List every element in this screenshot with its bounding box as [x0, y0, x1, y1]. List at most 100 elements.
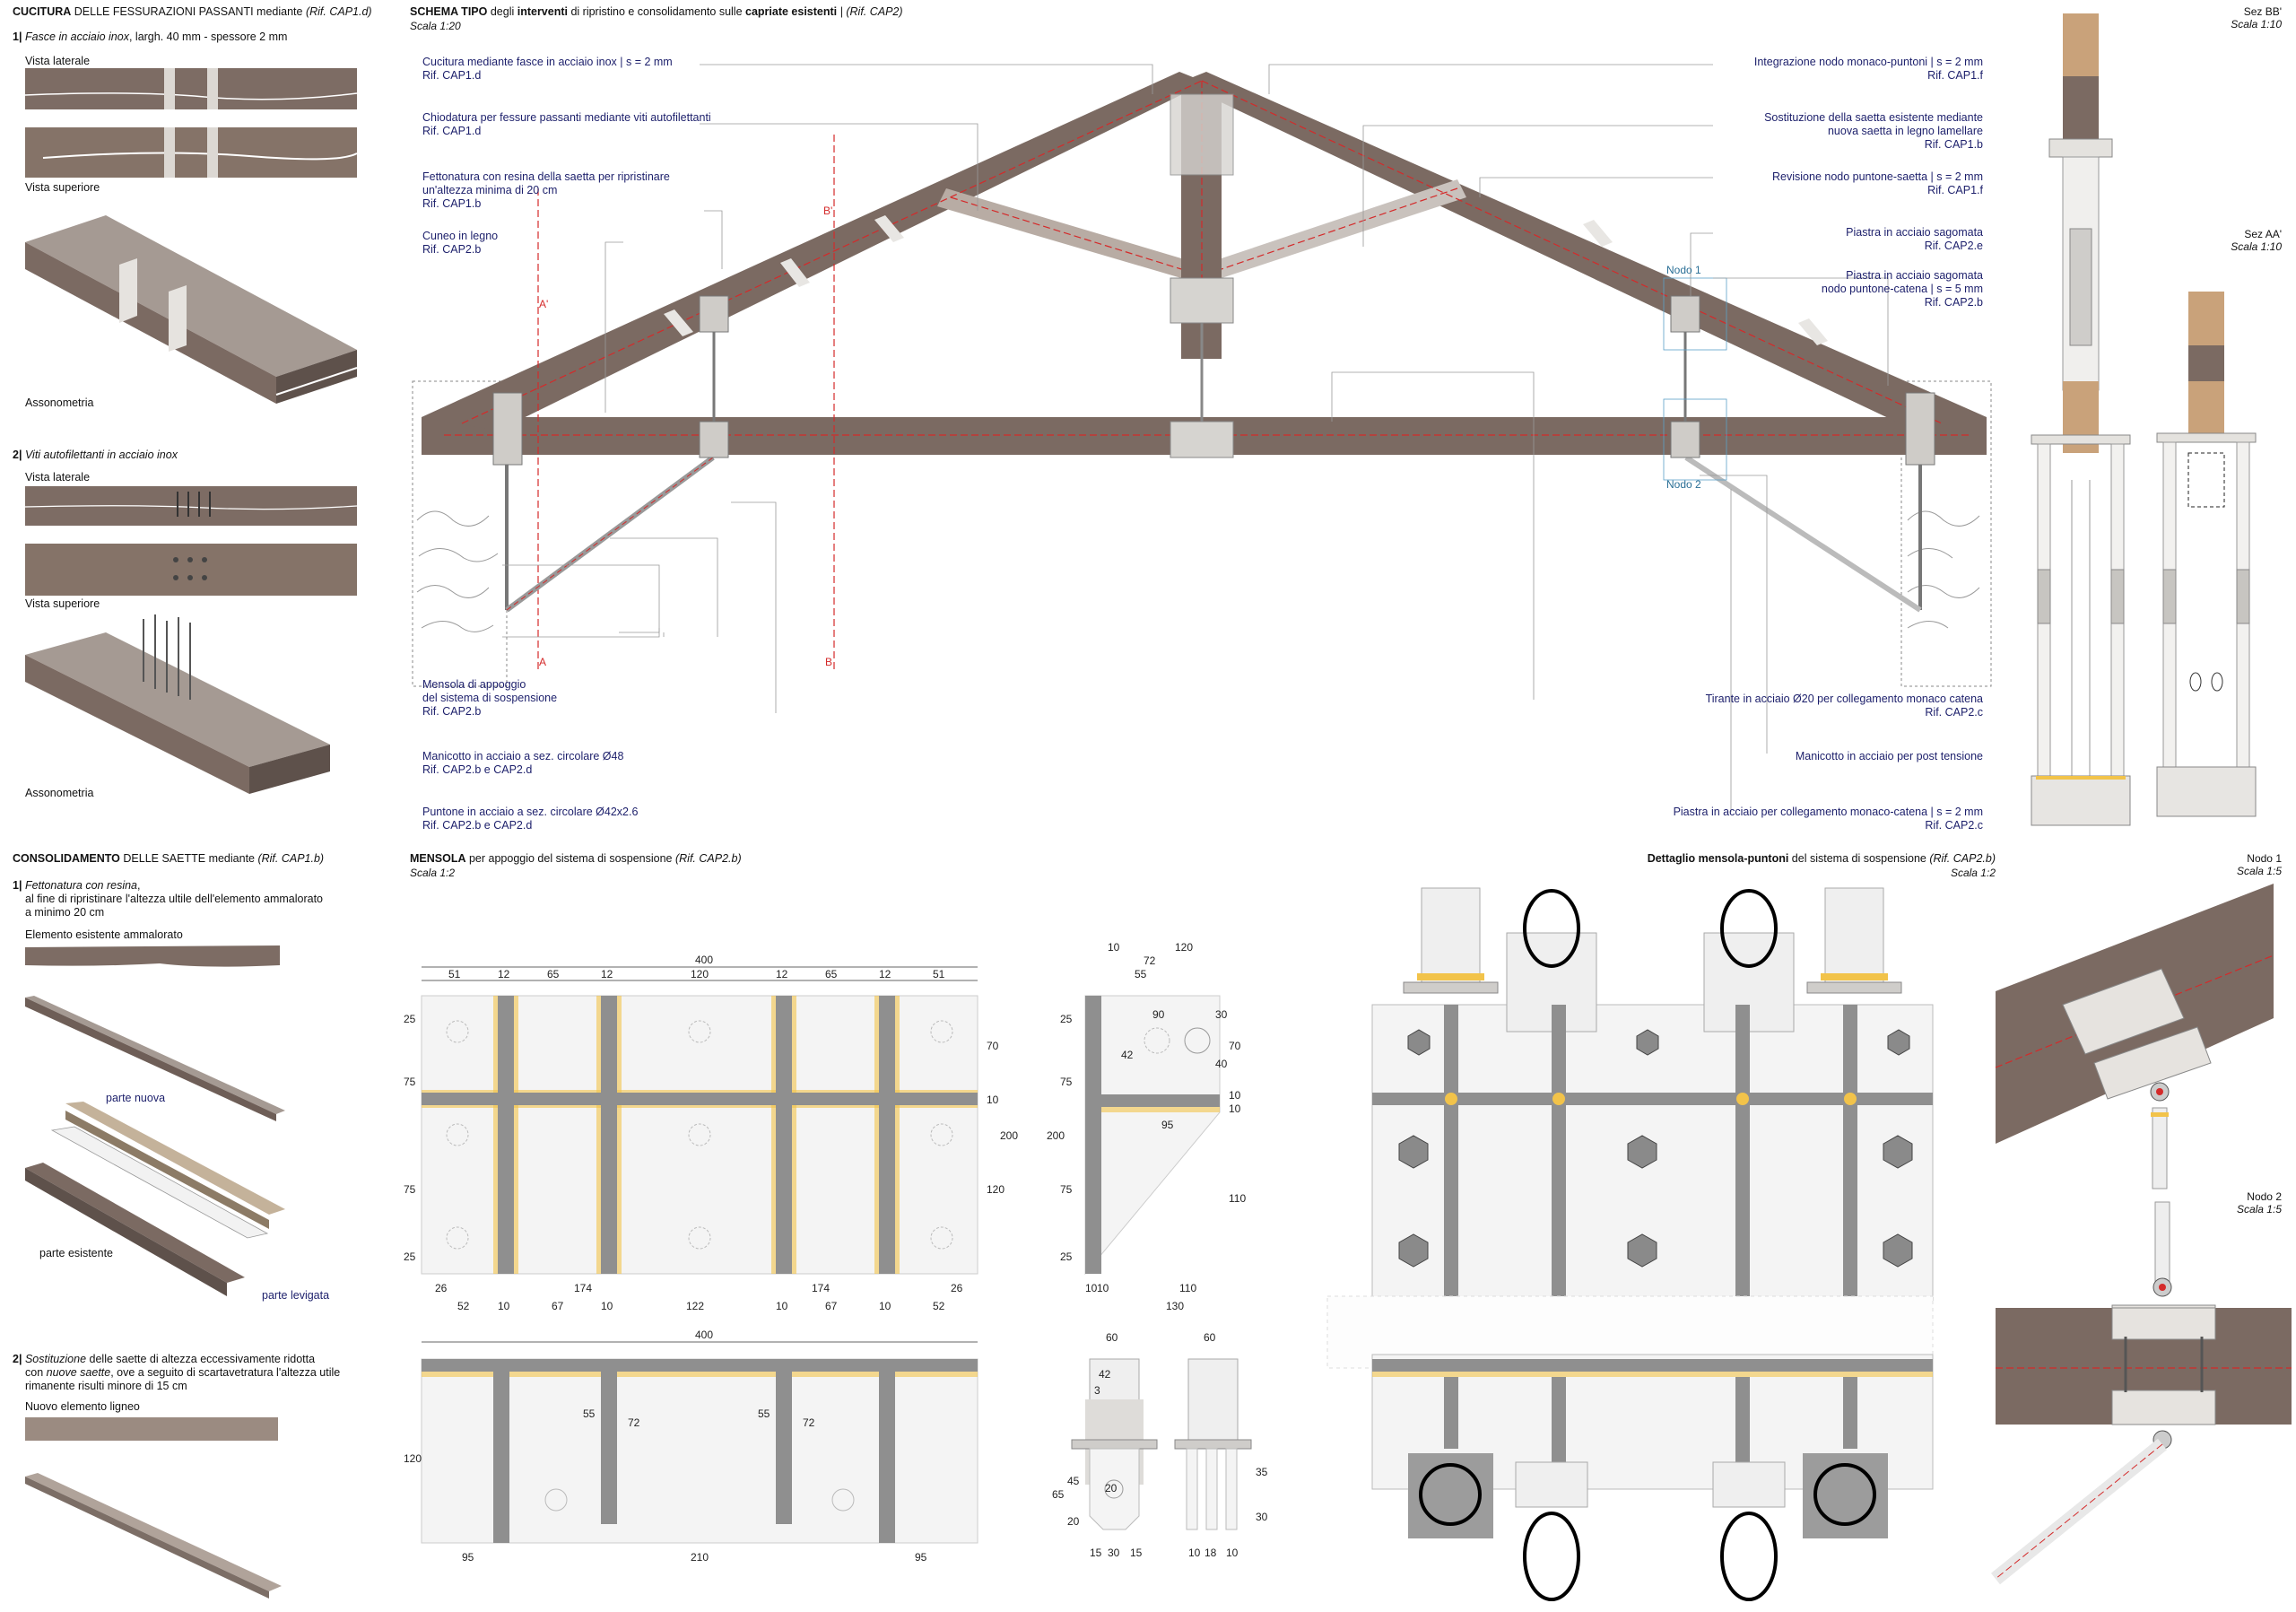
truss-drawing — [412, 64, 1992, 812]
svg-text:110: 110 — [1179, 1282, 1196, 1294]
saetta-damaged — [25, 945, 280, 967]
svg-text:70: 70 — [1229, 1040, 1241, 1052]
svg-text:15: 15 — [1090, 1547, 1102, 1559]
label-parte-nuova: parte nuova — [106, 1092, 166, 1104]
dim-front2-inner: 55 72 55 72 — [583, 1407, 815, 1429]
note-fettonatura: Fettonatura con resina della saetta per … — [422, 170, 670, 210]
svg-text:120: 120 — [691, 968, 709, 980]
dim-front2-left: 120 — [404, 1452, 422, 1465]
label-parte-levigata: parte levigata — [262, 1289, 330, 1302]
beam-axonometric-screws — [25, 614, 330, 794]
svg-text:51: 51 — [933, 968, 945, 980]
section-bb-drawing — [2031, 13, 2131, 826]
svg-text:10: 10 — [879, 1300, 891, 1312]
svg-text:42: 42 — [1121, 1049, 1134, 1061]
svg-text:10: 10 — [1097, 1282, 1109, 1294]
label-nodo2: Nodo 2 — [1666, 478, 1701, 491]
consolidamento-step2: 2| Sostituzione delle saette di altezza … — [13, 1353, 341, 1392]
nodo2-drawing — [1990, 1201, 2292, 1585]
note-chiodatura: Chiodatura per fessure passanti mediante… — [422, 111, 711, 137]
label-assonometria: Assonometria — [25, 396, 94, 409]
svg-text:67: 67 — [825, 1300, 838, 1312]
svg-text:12: 12 — [776, 968, 788, 980]
strut-left — [937, 188, 1181, 278]
svg-text:25: 25 — [1060, 1013, 1073, 1025]
label-vista-laterale-2: Vista laterale — [25, 471, 91, 484]
dim-side-inner: 90 42 95 30 40 — [1121, 1008, 1228, 1131]
svg-text:72: 72 — [803, 1416, 815, 1429]
label-vista-superiore-2: Vista superiore — [25, 597, 100, 610]
saetta-new — [25, 1417, 282, 1599]
mensola-title: MENSOLA per appoggio del sistema di sosp… — [410, 852, 742, 865]
svg-text:35: 35 — [1256, 1466, 1268, 1478]
svg-text:10: 10 — [1229, 1102, 1241, 1115]
beam-axonometric-bands — [25, 215, 358, 404]
strut-right — [1222, 179, 1466, 278]
dim-front2-total: 400 — [695, 1329, 713, 1341]
svg-text:110: 110 — [1229, 1192, 1246, 1205]
cucitura-title: CUCITURA DELLE FESSURAZIONI PASSANTI med… — [13, 5, 372, 18]
rafter-right — [1179, 72, 1987, 431]
section-a-bottom: A — [539, 656, 547, 668]
svg-text:122: 122 — [686, 1300, 704, 1312]
svg-text:30: 30 — [1108, 1547, 1120, 1559]
svg-text:95: 95 — [915, 1551, 927, 1564]
schema-scale: Scala 1:20 — [410, 20, 461, 32]
consolidamento-title: CONSOLIDAMENTO DELLE SAETTE mediante (Ri… — [13, 852, 325, 865]
svg-text:30: 30 — [1215, 1008, 1228, 1021]
svg-text:70: 70 — [987, 1040, 999, 1052]
svg-text:10: 10 — [1108, 941, 1120, 954]
svg-text:10: 10 — [1085, 1282, 1098, 1294]
svg-text:65: 65 — [1052, 1488, 1065, 1501]
svg-text:200: 200 — [1047, 1129, 1065, 1142]
mensola-drawings: 400 51 12 65 12 120 12 65 12 51 25 75 75… — [404, 941, 1268, 1564]
svg-text:65: 65 — [825, 968, 838, 980]
sec-bb-title: Sez BB'Scala 1:10 — [2231, 5, 2282, 30]
svg-text:25: 25 — [404, 1250, 416, 1263]
dim-mensola-bottom2: 52 10 67 10 122 10 67 10 52 — [457, 1300, 945, 1312]
svg-text:52: 52 — [457, 1300, 470, 1312]
dim-tube-inner: 42 3 45 65 20 35 30 20 — [1052, 1368, 1268, 1528]
dettaglio-drawing — [1326, 887, 1934, 1601]
svg-text:10: 10 — [498, 1300, 510, 1312]
note-revisione: Revisione nodo puntone-saetta | s = 2 mm… — [1772, 170, 1983, 196]
svg-text:174: 174 — [574, 1282, 592, 1294]
section-b-bottom: B — [825, 656, 833, 668]
label-elemento-ammalorato: Elemento esistente ammalorato — [25, 928, 183, 941]
note-manicotto-post: Manicotto in acciaio per post tensione — [1795, 750, 1983, 762]
label-parte-esistente: parte esistente — [39, 1247, 113, 1259]
svg-text:210: 210 — [691, 1551, 709, 1564]
svg-text:55: 55 — [583, 1407, 596, 1420]
dim-tube-top: 60 60 — [1106, 1331, 1216, 1344]
svg-text:174: 174 — [812, 1282, 830, 1294]
section-a-top: A' — [539, 298, 549, 310]
svg-text:65: 65 — [547, 968, 560, 980]
svg-text:10: 10 — [601, 1300, 613, 1312]
mensola-scale: Scala 1:2 — [410, 867, 456, 879]
svg-text:51: 51 — [448, 968, 461, 980]
note-sostituzione: Sostituzione della saetta esistente medi… — [1764, 111, 1983, 151]
svg-text:90: 90 — [1152, 1008, 1165, 1021]
svg-text:55: 55 — [1135, 968, 1147, 980]
schema-title: SCHEMA TIPO degli interventi di ripristi… — [410, 5, 903, 18]
section-b-top: B' — [823, 205, 833, 217]
note-puntone-acciaio: Puntone in acciaio a sez. circolare Ø42x… — [422, 806, 639, 832]
svg-text:55: 55 — [758, 1407, 770, 1420]
svg-text:95: 95 — [1161, 1119, 1174, 1131]
dim-tube-bottom: 15 30 15 10 18 10 — [1090, 1547, 1239, 1559]
svg-text:10: 10 — [1226, 1547, 1239, 1559]
dettaglio-scale: Scala 1:2 — [1950, 867, 1996, 879]
svg-text:40: 40 — [1215, 1058, 1228, 1070]
dim-side-top: 10 120 72 55 — [1108, 941, 1193, 980]
svg-text:45: 45 — [1067, 1475, 1080, 1487]
svg-text:25: 25 — [404, 1013, 416, 1025]
note-piastra-monaco: Piastra in acciaio per collegamento mona… — [1673, 806, 1983, 832]
dim-front2-bottom: 95 210 95 — [462, 1551, 927, 1564]
svg-text:52: 52 — [933, 1300, 945, 1312]
svg-text:95: 95 — [462, 1551, 474, 1564]
svg-text:12: 12 — [498, 968, 510, 980]
svg-text:75: 75 — [404, 1183, 416, 1196]
